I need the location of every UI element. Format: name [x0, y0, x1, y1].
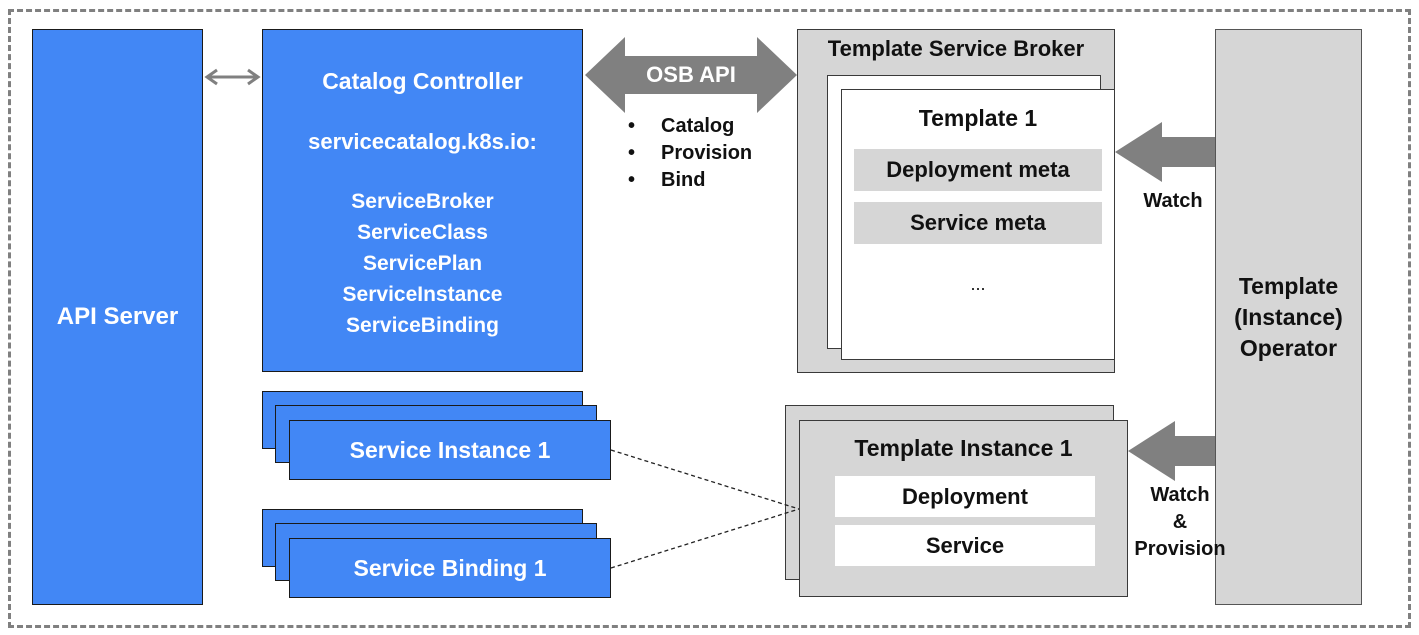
service-binding-label: Service Binding 1	[353, 554, 547, 581]
osb-operation-item: •Catalog	[628, 115, 735, 137]
service-instance-box[interactable]: Service Instance 1	[289, 420, 611, 480]
operator-label-line-1: Template	[1238, 272, 1339, 299]
template-operator-label: Template (Instance) Operator	[1234, 271, 1343, 364]
catalog-resource-list: ServiceBroker ServiceClass ServicePlan S…	[263, 186, 582, 341]
template-instance-title: Template Instance 1	[854, 435, 1073, 461]
service-meta-item: Service meta	[854, 202, 1102, 244]
osb-operation-bind: Bind	[661, 169, 706, 191]
api-server-box[interactable]: API Server	[32, 29, 203, 605]
deployment-item: Deployment	[835, 476, 1095, 517]
catalog-controller-box[interactable]: Catalog Controller servicecatalog.k8s.io…	[262, 29, 583, 372]
watch-arrow	[1115, 122, 1215, 182]
watch-provision-arrow	[1128, 421, 1215, 481]
osb-operation-item: •Bind	[628, 169, 706, 191]
template-ellipsis: ...	[970, 274, 986, 294]
api-catalog-double-arrow	[204, 68, 261, 86]
binding-link-line	[610, 508, 800, 569]
resource-serviceinstance: ServiceInstance	[342, 283, 503, 306]
service-binding-box[interactable]: Service Binding 1	[289, 538, 611, 598]
api-server-label: API Server	[56, 303, 179, 330]
watch-label: Watch	[1143, 190, 1203, 212]
instance-link-line	[610, 449, 800, 510]
watch-provision-line-3: Provision	[1134, 538, 1226, 560]
watch-provision-line-1: Watch	[1150, 484, 1210, 506]
template-service-broker-title: Template Service Broker	[827, 36, 1085, 61]
osb-operation-item: •Provision	[628, 142, 753, 164]
template-instance-box[interactable]: Template Instance 1 Deployment Service	[799, 420, 1128, 597]
osb-operations-list: •Catalog •Provision •Bind	[628, 113, 778, 194]
osb-api-label: OSB API	[646, 62, 736, 87]
resource-servicebinding: ServiceBinding	[346, 314, 499, 337]
service-instance-label: Service Instance 1	[349, 436, 551, 463]
resource-serviceclass: ServiceClass	[357, 221, 488, 244]
template-card[interactable]: Template 1 Deployment meta Service meta …	[841, 89, 1115, 360]
service-item: Service	[835, 525, 1095, 566]
osb-operation-provision: Provision	[661, 142, 753, 164]
osb-api-arrow	[585, 37, 797, 113]
deployment-meta-item: Deployment meta	[854, 149, 1102, 191]
outer-frame	[8, 9, 1411, 628]
resource-servicebroker: ServiceBroker	[351, 190, 494, 213]
osb-operation-catalog: Catalog	[661, 115, 735, 137]
operator-label-line-3: Operator	[1239, 334, 1338, 361]
template-title: Template 1	[918, 105, 1038, 131]
operator-label-line-2: (Instance)	[1234, 303, 1343, 330]
watch-provision-line-2: &	[1172, 511, 1188, 533]
template-operator-box[interactable]: Template (Instance) Operator	[1215, 29, 1362, 605]
resource-serviceplan: ServicePlan	[362, 252, 483, 275]
catalog-controller-title: Catalog Controller	[322, 68, 523, 94]
watch-provision-label: Watch & Provision	[1125, 482, 1235, 563]
catalog-controller-group: servicecatalog.k8s.io:	[308, 129, 537, 154]
